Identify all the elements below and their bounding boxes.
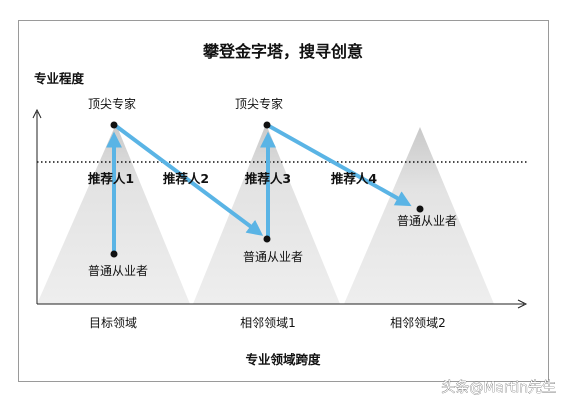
diagram-frame	[18, 20, 549, 382]
domain-label-target: 目标领域	[89, 316, 137, 330]
domain-label-adjacent-2: 相邻领域2	[390, 316, 446, 330]
pyramid-adjacent-domain-2	[344, 127, 494, 304]
recommender-4-label: 推荐人4	[331, 171, 378, 186]
x-axis-label: 专业领域跨度	[245, 352, 321, 367]
expert-1-label: 顶尖专家	[88, 96, 136, 111]
watermark: 头条@Martin先生	[441, 379, 556, 396]
recommender-1-label: 推荐人1	[88, 171, 134, 186]
expert-2-dot	[263, 121, 271, 129]
recommender-3-label: 推荐人3	[245, 171, 291, 186]
arrow-expert2-to-practitioner3	[268, 124, 412, 207]
expert-2-label: 顶尖专家	[235, 96, 283, 111]
arrow-expert1-to-practitioner2	[114, 124, 264, 236]
diagram-title: 攀登金字塔，搜寻创意	[202, 42, 363, 61]
practitioner-1-dot	[110, 250, 118, 258]
x-axis-arrow-icon	[517, 299, 528, 309]
practitioner-2-dot	[263, 235, 271, 243]
y-axis-arrow-icon	[32, 108, 42, 119]
y-axis-label: 专业程度	[34, 71, 85, 86]
practitioner-3-dot	[416, 205, 424, 213]
practitioner-3-label: 普通从业者	[397, 214, 457, 228]
expert-1-dot	[110, 121, 118, 129]
recommender-2-label: 推荐人2	[163, 171, 209, 186]
practitioner-1-label: 普通从业者	[88, 264, 148, 278]
practitioner-2-label: 普通从业者	[243, 250, 303, 264]
domain-label-adjacent-1: 相邻领域1	[240, 316, 296, 330]
